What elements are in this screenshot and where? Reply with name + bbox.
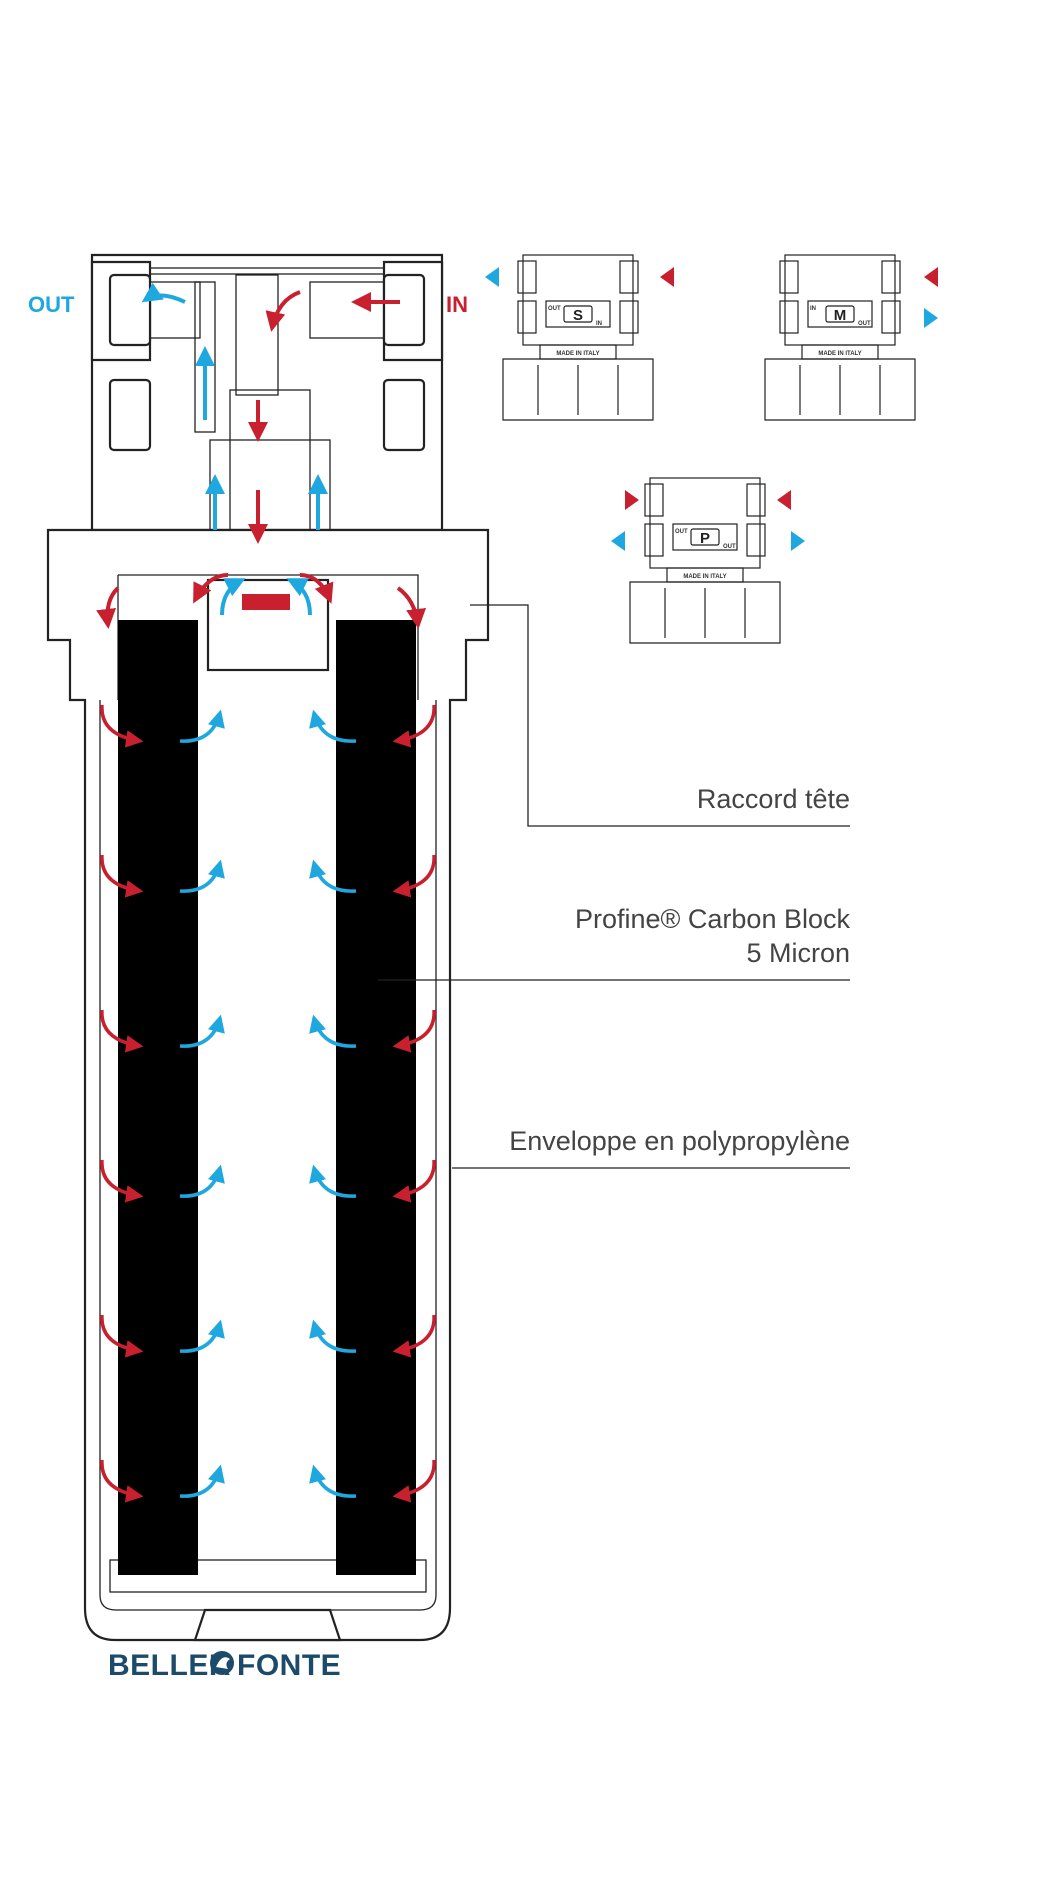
blue-arrow-right [309, 1464, 357, 1498]
head-config-p: P OUT OUT MADE IN ITALY [611, 477, 805, 644]
flow-arrow-row [100, 1009, 436, 1053]
flow-arrow-row [100, 1459, 436, 1503]
callout-head-label: Raccord tête [697, 784, 850, 814]
red-arrow-right [392, 1159, 436, 1203]
head-mode-label: M [834, 307, 847, 324]
head-port-b-label: OUT [858, 321, 871, 327]
head-mode-label: S [573, 307, 583, 324]
flow-direction-icon [660, 267, 674, 287]
filter-head [90, 253, 444, 591]
callout-housing: Enveloppe en polypropylène [452, 1126, 850, 1169]
red-arrow-right [392, 1314, 436, 1358]
head-config-s: S OUT IN MADE IN ITALY [485, 254, 674, 421]
blue-arrow-right [309, 1164, 357, 1198]
in-port-label: IN [446, 292, 468, 317]
head-config-m: M IN OUT MADE IN ITALY [764, 254, 938, 421]
red-arrow-left [100, 1459, 144, 1503]
blue-arrow-right [309, 1319, 357, 1353]
carbon-block [118, 620, 416, 1575]
flow-direction-icon [485, 267, 499, 287]
callout-head-connection: Raccord tête [470, 604, 850, 827]
flow-arrow-row [100, 1159, 436, 1203]
red-arrow-left [100, 704, 144, 748]
red-arrow-left [100, 1314, 144, 1358]
outflow-arrows [141, 282, 328, 616]
bellerofonte-logo: BELLER FONTE [108, 1649, 341, 1682]
red-arrow-right [392, 854, 436, 898]
callout-carbon-line2: 5 Micron [746, 938, 850, 968]
out-port-label: OUT [28, 292, 75, 317]
blue-arrow-left [179, 859, 225, 893]
head-mode-label: P [700, 530, 710, 547]
blue-arrow-left [179, 709, 225, 743]
head-stamp: MADE IN ITALY [556, 351, 599, 357]
blue-arrow-right [309, 1014, 357, 1048]
head-port-a-label: OUT [675, 529, 688, 535]
flow-direction-icon [611, 531, 625, 551]
blue-arrow-left [179, 1014, 225, 1048]
callout-carbon-line1: Profine® Carbon Block [575, 904, 851, 934]
flow-arrow-row [100, 854, 436, 898]
head-port-a-label: OUT [548, 306, 561, 312]
red-arrow-left [100, 1159, 144, 1203]
flow-direction-icon [924, 308, 938, 328]
logo-right-text: FONTE [237, 1649, 341, 1682]
red-arrow-right [392, 1459, 436, 1503]
blue-arrow-right [309, 709, 357, 743]
head-stamp: MADE IN ITALY [683, 574, 726, 580]
blue-arrow-left [179, 1319, 225, 1353]
head-port-a-label: IN [810, 306, 816, 312]
bypass-valve [242, 594, 290, 610]
blue-arrow-left [179, 1464, 225, 1498]
red-arrow-right [392, 1009, 436, 1053]
head-stamp: MADE IN ITALY [818, 351, 861, 357]
polypropylene-housing [46, 528, 490, 1642]
callout-carbon-block: Profine® Carbon Block 5 Micron [378, 904, 851, 981]
head-port-b-label: OUT [723, 544, 736, 550]
pegasus-logo-icon [210, 1651, 234, 1675]
flow-direction-icon [777, 490, 791, 510]
blue-arrow-left [179, 1164, 225, 1198]
logo-left-text: BELLER [108, 1649, 231, 1682]
red-arrow-left [100, 854, 144, 898]
red-arrow-left [100, 1009, 144, 1053]
flow-arrow-row [100, 1314, 436, 1358]
callout-housing-label: Enveloppe en polypropylène [509, 1126, 850, 1156]
red-arrow-right [392, 704, 436, 748]
flow-arrow-row [100, 704, 436, 748]
flow-direction-icon [791, 531, 805, 551]
flow-direction-icon [924, 267, 938, 287]
inflow-arrows [96, 290, 427, 629]
head-port-b-label: IN [596, 321, 602, 327]
cartridge-flow-arrows [100, 704, 436, 1503]
flow-direction-icon [625, 490, 639, 510]
blue-arrow-right [309, 859, 357, 893]
